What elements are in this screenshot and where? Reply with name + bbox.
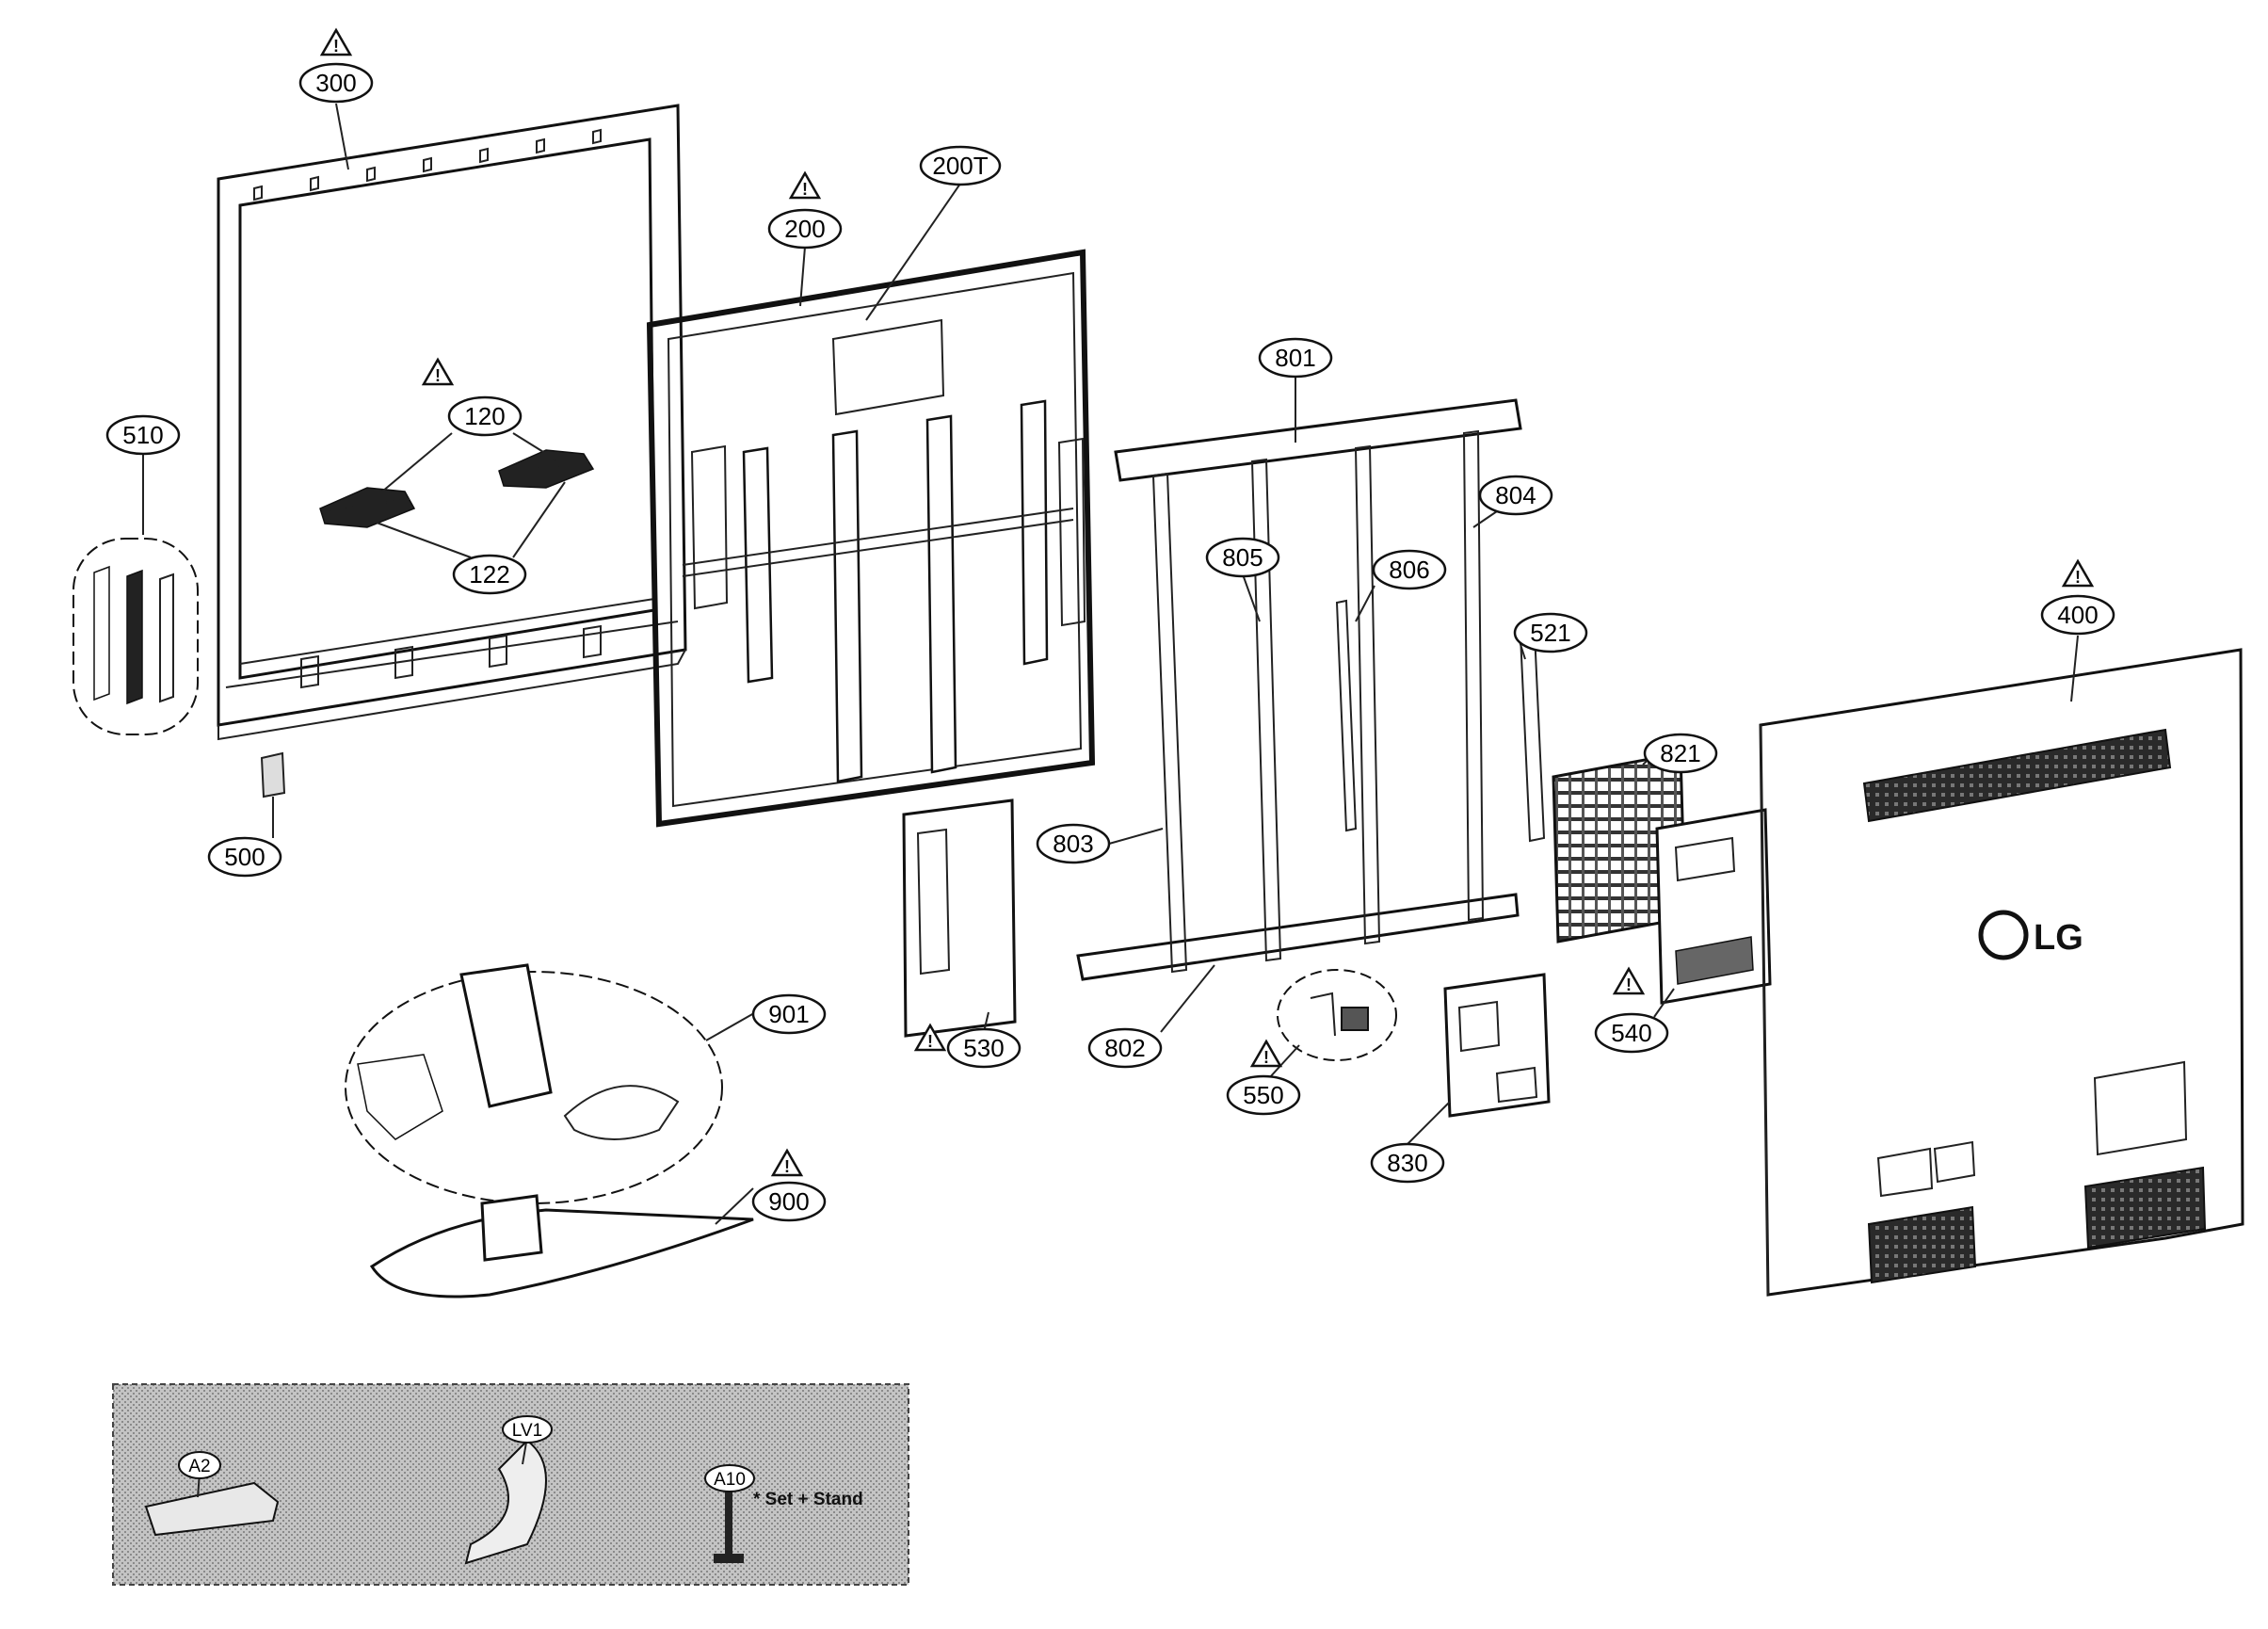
speaker-parts (319, 449, 595, 528)
callout-a2: A2 (178, 1451, 221, 1479)
main-board (1655, 808, 1772, 1005)
accessory-panel (112, 1383, 909, 1586)
svg-text:500: 500 (224, 843, 265, 871)
warning-icon: ! (1612, 966, 1646, 995)
brand-logo: LG (2034, 918, 2083, 958)
svg-text:120: 120 (464, 402, 505, 430)
callout-500: 500 (207, 836, 282, 878)
screw-part (725, 1488, 732, 1558)
leveler-part (464, 1439, 547, 1565)
svg-text:550: 550 (1243, 1081, 1283, 1109)
warning-icon: ! (2061, 558, 2095, 588)
svg-text:A10: A10 (714, 1470, 746, 1490)
warning-icon: ! (1249, 1039, 1283, 1068)
callout-120: 120 (447, 395, 523, 437)
stand-base (369, 1194, 754, 1298)
lg-logo-icon (1978, 910, 2029, 960)
svg-text:900: 900 (768, 1187, 809, 1216)
callout-802: 802 (1087, 1027, 1163, 1069)
svg-text:830: 830 (1387, 1149, 1427, 1177)
callout-521: 521 (1513, 612, 1588, 653)
callout-801: 801 (1258, 337, 1333, 379)
svg-text:901: 901 (768, 1000, 809, 1028)
svg-text:802: 802 (1104, 1034, 1145, 1062)
ir-board (260, 751, 286, 798)
svg-text:LV1: LV1 (512, 1421, 542, 1441)
callout-400: 400 (2040, 594, 2115, 636)
callout-300: 300 (298, 62, 374, 104)
svg-text:122: 122 (469, 560, 509, 589)
warning-icon: ! (319, 27, 353, 56)
screw-head (714, 1554, 744, 1563)
svg-text:200T: 200T (932, 152, 988, 180)
sheet-530 (902, 798, 1017, 1038)
side-key-assembly (72, 538, 199, 735)
warning-icon: ! (421, 357, 455, 386)
part-callouts: 300 200T 200 120 122 510 500 801 804 805… (105, 62, 2115, 1222)
svg-text:804: 804 (1495, 481, 1536, 509)
svg-text:!: ! (784, 1157, 790, 1176)
leader-lines (142, 103, 2079, 1498)
warning-icon: ! (770, 1148, 804, 1177)
svg-text:530: 530 (963, 1034, 1004, 1062)
svg-text:!: ! (1626, 976, 1632, 994)
svg-text:!: ! (333, 37, 339, 56)
callout-900: 900 (751, 1181, 827, 1222)
warning-icon: ! (913, 1023, 947, 1052)
callout-510: 510 (105, 414, 181, 456)
callout-804: 804 (1478, 475, 1553, 516)
power-board (1443, 973, 1551, 1118)
callout-a10: A10 (704, 1464, 755, 1492)
lcd-module (646, 249, 1096, 828)
callout-122: 122 (452, 554, 527, 595)
svg-text:!: ! (2075, 568, 2081, 587)
back-cover: LG (1759, 648, 2244, 1297)
part-550 (1277, 969, 1397, 1061)
main-frame (1076, 398, 1522, 981)
callout-806: 806 (1372, 549, 1447, 590)
svg-text:400: 400 (2057, 601, 2098, 629)
callout-821: 821 (1643, 733, 1718, 774)
callout-805: 805 (1205, 537, 1280, 578)
svg-text:300: 300 (315, 69, 356, 97)
svg-text:510: 510 (122, 421, 163, 449)
svg-text:540: 540 (1611, 1019, 1651, 1047)
warning-icons: ! ! ! ! ! ! ! ! (319, 27, 2095, 1177)
svg-text:521: 521 (1530, 619, 1570, 647)
stand-detail (345, 963, 723, 1204)
callout-lv1: LV1 (502, 1415, 553, 1444)
front-cabinet (217, 104, 687, 741)
accessory-callouts: A2 LV1 A10 * Set + Stand (178, 1415, 863, 1509)
callout-540: 540 (1594, 1012, 1669, 1054)
svg-text:803: 803 (1053, 830, 1093, 858)
bracket-521 (1519, 631, 1546, 843)
svg-text:801: 801 (1275, 344, 1315, 372)
svg-text:!: ! (435, 366, 441, 385)
svg-text:821: 821 (1660, 739, 1700, 767)
svg-text:805: 805 (1222, 543, 1263, 572)
callout-830: 830 (1370, 1142, 1445, 1184)
svg-text:A2: A2 (188, 1457, 210, 1476)
callout-550: 550 (1226, 1074, 1301, 1116)
callout-901: 901 (751, 993, 827, 1035)
svg-text:!: ! (1263, 1048, 1269, 1067)
callout-200T: 200T (919, 145, 1002, 186)
svg-text:200: 200 (784, 215, 825, 243)
callout-530: 530 (946, 1027, 1021, 1069)
callout-200: 200 (767, 208, 843, 250)
svg-text:!: ! (927, 1032, 933, 1051)
svg-text:806: 806 (1389, 556, 1429, 584)
callout-803: 803 (1036, 823, 1111, 864)
stand-guide-part (144, 1481, 280, 1537)
set-stand-note: * Set + Stand (753, 1490, 863, 1509)
svg-text:!: ! (802, 180, 808, 199)
warning-icon: ! (788, 170, 822, 200)
